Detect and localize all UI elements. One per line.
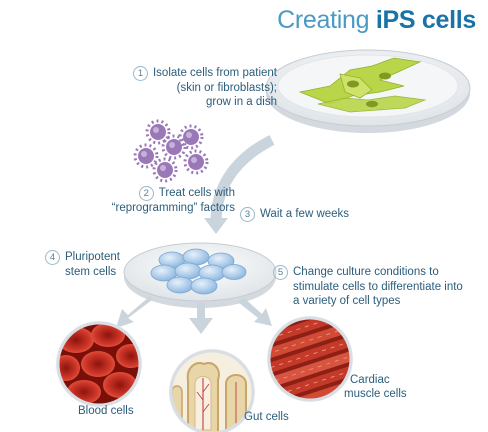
step-2: 2 Treat cells with “reprogramming” factor…	[55, 186, 235, 215]
cardiac-cells-label: Cardiac muscle cells	[344, 373, 407, 401]
virus	[178, 124, 204, 150]
virus	[133, 143, 159, 169]
patient-cell-dish	[265, 49, 471, 133]
step-2-number: 2	[138, 186, 154, 201]
step-5-line-3: a variety of cell types	[293, 295, 401, 307]
cardiac-label-line-1: Cardiac	[350, 374, 390, 386]
step-1-line-2: (skin or fibroblasts);	[176, 82, 277, 94]
step-4-line-2: stem cells	[65, 266, 117, 278]
gut-cells-label: Gut cells	[244, 411, 289, 423]
title-emphasis: iPS cells	[375, 6, 476, 34]
step-5-line-1: Change culture conditions to	[293, 266, 439, 278]
step-1-line-3: grow in a dish	[206, 96, 277, 108]
fibroblast-cells	[298, 57, 427, 113]
step-5: 5 Change culture conditions to stimulate …	[273, 265, 483, 308]
step-4-number: 4	[45, 250, 60, 265]
step-4: 4 Pluripotent stem cells	[45, 250, 155, 279]
stem-cells	[150, 248, 247, 295]
step-2-line-2: “reprogramming” factors	[111, 202, 235, 214]
cardiac-label-line-2: muscle cells	[344, 388, 407, 400]
step-1: 1 Isolate cells from patient (skin or fib…	[107, 66, 277, 109]
stem-cell-dish	[123, 242, 277, 308]
cardiac-cells-image	[267, 316, 353, 402]
blood-cells-label: Blood cells	[78, 405, 134, 417]
step-1-number: 1	[132, 66, 148, 81]
step-3-number: 3	[240, 207, 255, 222]
virus	[145, 119, 171, 145]
branch-arrows	[116, 296, 272, 334]
reprogramming-factors	[133, 119, 209, 183]
step-5-line-2: stimulate cells to differentiate into	[293, 281, 463, 293]
step-3-line-1: Wait a few weeks	[260, 208, 350, 220]
step-1-line-1: Isolate cells from patient	[152, 67, 277, 79]
page-title: Creating iPS cells	[277, 6, 476, 35]
gut-cells-image	[169, 349, 255, 432]
virus	[183, 149, 209, 175]
title-prefix: Creating	[277, 6, 370, 34]
step-4-line-1: Pluripotent	[65, 251, 120, 263]
virus	[161, 134, 187, 160]
step-5-number: 5	[273, 265, 288, 280]
blood-cells-image	[56, 321, 142, 407]
virus	[152, 157, 178, 183]
step-2-line-1: Treat cells with	[158, 187, 235, 199]
process-arrow	[204, 135, 275, 234]
step-3: 3 Wait a few weeks	[240, 207, 400, 222]
